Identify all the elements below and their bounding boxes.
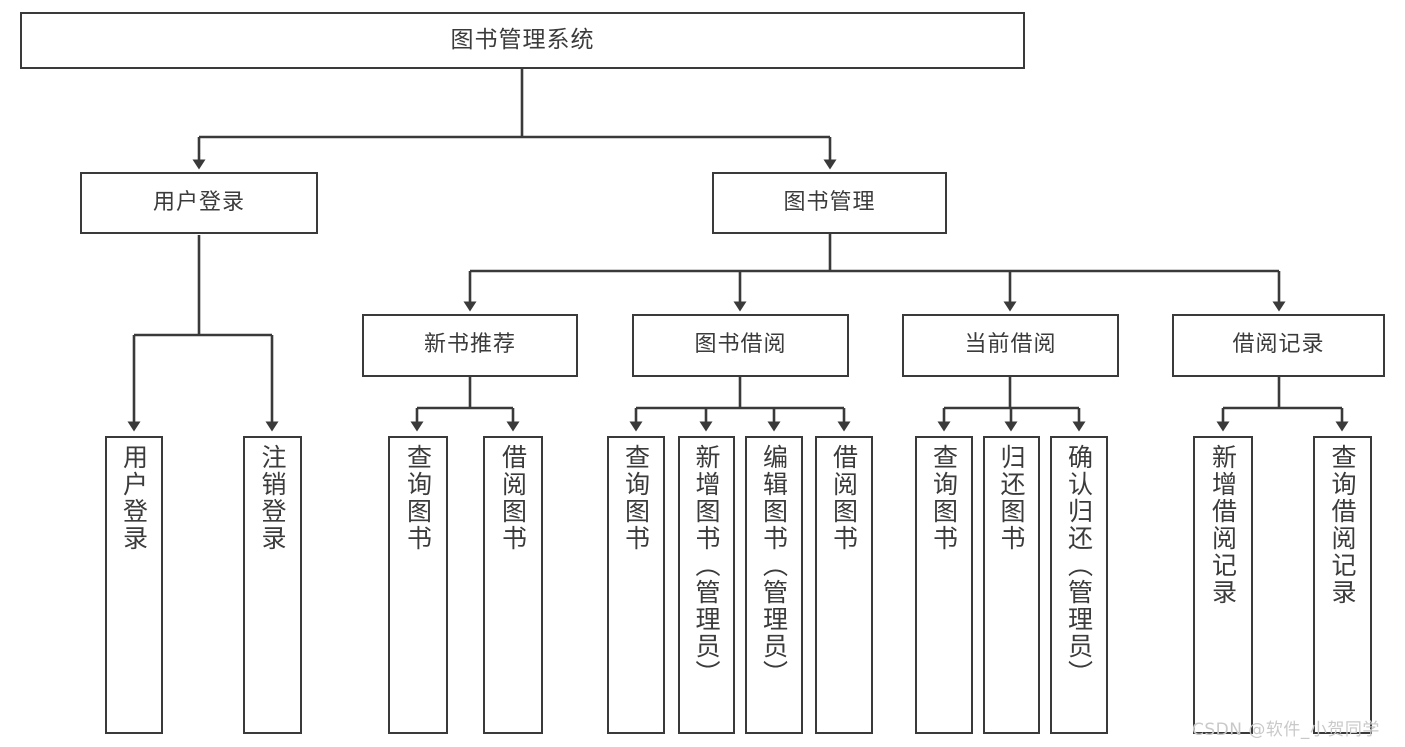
leaf-book-borrow-edit[interactable]: 编辑图书（管理员）: [745, 436, 803, 734]
node-label: 查询图书: [403, 444, 433, 552]
node-label: 图书管理: [783, 189, 876, 215]
node-label: 借阅图书: [498, 444, 528, 552]
node-label: 用户登录: [152, 189, 245, 215]
node-label: 新增图书（管理员）: [692, 444, 721, 687]
leaf-borrow-record-add[interactable]: 新增借阅记录: [1193, 436, 1253, 734]
node-current-borrow[interactable]: 当前借阅: [902, 314, 1119, 377]
leaf-current-borrow-return[interactable]: 归还图书: [983, 436, 1040, 734]
leaf-current-borrow-query[interactable]: 查询图书: [915, 436, 973, 734]
leaf-new-book-borrow[interactable]: 借阅图书: [483, 436, 543, 734]
node-label: 借阅图书: [829, 444, 859, 552]
node-label: 图书借阅: [694, 332, 787, 358]
node-label: 注销登录: [258, 444, 287, 552]
node-label: 查询借阅记录: [1328, 444, 1357, 606]
node-label: 图书管理系统: [450, 26, 595, 53]
node-label: 归还图书: [997, 444, 1026, 552]
node-label: 查询图书: [929, 444, 959, 552]
node-label: 确认归还（管理员）: [1064, 444, 1094, 687]
node-label: 用户登录: [119, 444, 149, 552]
node-label: 借阅记录: [1232, 332, 1325, 358]
node-root-system[interactable]: 图书管理系统: [20, 12, 1025, 69]
csdn-watermark: CSDN @软件_小贺同学: [1192, 720, 1380, 740]
leaf-user-login-login[interactable]: 用户登录: [105, 436, 163, 734]
node-label: 编辑图书（管理员）: [759, 444, 789, 687]
node-label: 当前借阅: [964, 332, 1057, 358]
node-borrow-record[interactable]: 借阅记录: [1172, 314, 1385, 377]
leaf-user-login-logout[interactable]: 注销登录: [243, 436, 302, 734]
node-new-book-recommend[interactable]: 新书推荐: [362, 314, 578, 377]
node-book-management[interactable]: 图书管理: [712, 172, 947, 234]
leaf-book-borrow-query[interactable]: 查询图书: [607, 436, 665, 734]
node-book-borrow[interactable]: 图书借阅: [632, 314, 849, 377]
node-label: 新书推荐: [423, 332, 516, 358]
leaf-borrow-record-query[interactable]: 查询借阅记录: [1313, 436, 1372, 734]
leaf-current-borrow-confirm[interactable]: 确认归还（管理员）: [1050, 436, 1108, 734]
leaf-new-book-query[interactable]: 查询图书: [388, 436, 448, 734]
leaf-book-borrow-add[interactable]: 新增图书（管理员）: [678, 436, 735, 734]
node-label: 查询图书: [621, 444, 651, 552]
node-user-login[interactable]: 用户登录: [80, 172, 318, 234]
node-label: 新增借阅记录: [1208, 444, 1238, 606]
leaf-book-borrow-borrow[interactable]: 借阅图书: [815, 436, 873, 734]
